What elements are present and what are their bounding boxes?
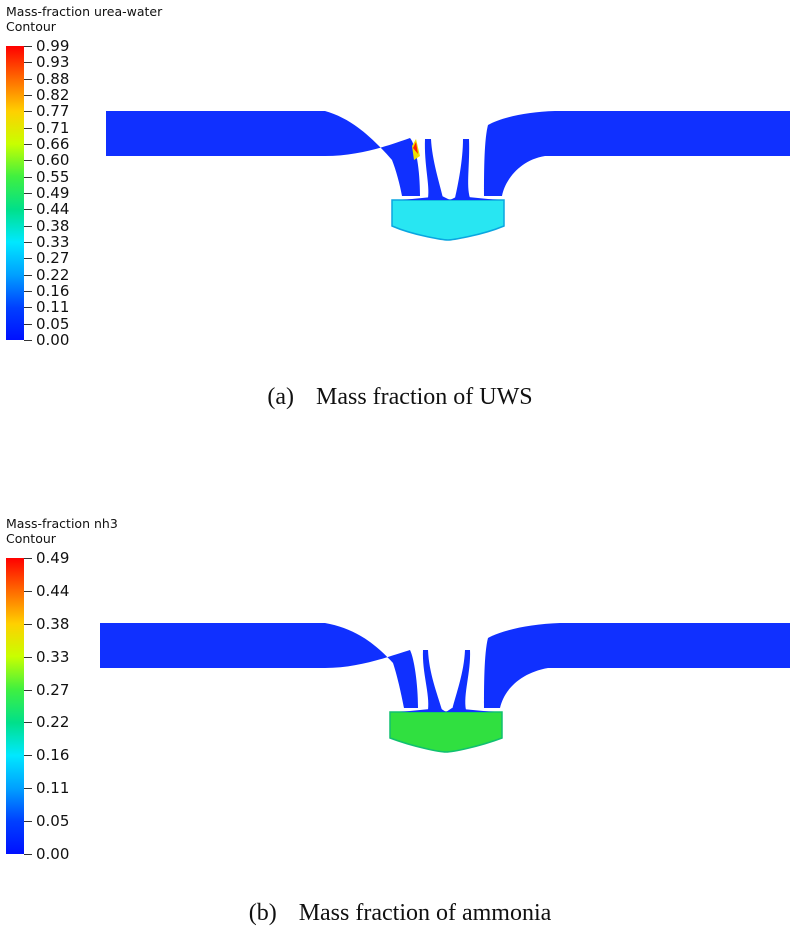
nh3-tick-label: 0.22 [36, 713, 70, 732]
uws-tick-mark [24, 225, 32, 227]
uws-tick-label: 0.16 [36, 282, 70, 300]
nh3-tick-mark [24, 558, 32, 559]
nh3-tick-label: 0.11 [36, 779, 70, 798]
nh3-tick-mark [24, 854, 32, 855]
uws-spray-core [413, 142, 418, 154]
uws-tick-mark [24, 127, 32, 129]
uws-tick-mark [24, 242, 32, 243]
exhaust-valve-stem [452, 650, 471, 710]
uws-tick-label: 0.99 [36, 37, 70, 55]
colorbar-uws [6, 46, 24, 340]
nh3-tick-mark [24, 788, 32, 790]
contour-uws [106, 111, 790, 241]
uws-tick-label: 0.77 [36, 102, 70, 121]
uws-tick-mark [24, 209, 32, 211]
intake-valve-stem [422, 650, 442, 710]
exhaust-valve-stem [455, 139, 470, 198]
uws-tick-label: 0.82 [36, 86, 70, 104]
uws-tick-label: 0.60 [36, 151, 70, 170]
legend-title-nh3: Mass-fraction nh3 Contour [6, 516, 118, 546]
nh3-tick-label: 0.00 [36, 845, 70, 863]
uws-tick-mark [24, 340, 32, 341]
nh3-tick-mark [24, 656, 32, 658]
nh3-tick-label: 0.27 [36, 680, 70, 699]
uws-tick-mark [24, 307, 32, 309]
right-pipe [484, 623, 790, 708]
uws-tick-label: 0.44 [36, 200, 70, 219]
uws-tick-label: 0.27 [36, 249, 70, 268]
uws-tick-label: 0.88 [36, 69, 70, 88]
uws-tick-label: 0.93 [36, 53, 70, 72]
uws-tick-mark [24, 78, 32, 80]
uws-tick-mark [24, 160, 32, 162]
uws-tick-mark [24, 291, 32, 292]
uws-tick-label: 0.05 [36, 314, 70, 333]
nh3-tick-mark [24, 689, 32, 691]
uws-tick-mark [24, 111, 32, 113]
nh3-tick-mark [24, 722, 32, 724]
uws-tick-label: 0.38 [36, 216, 70, 235]
caption-text-a: Mass fraction of UWS [316, 384, 533, 410]
nh3-tick-label: 0.38 [36, 614, 70, 633]
uws-tick-label: 0.22 [36, 265, 70, 284]
uws-tick-label: 0.00 [36, 331, 70, 349]
colorbar-nh3 [6, 558, 24, 854]
contour-nh3 [100, 623, 790, 753]
uws-tick-mark [24, 258, 32, 260]
nh3-tick-label: 0.33 [36, 647, 70, 666]
uws-tick-mark [24, 274, 32, 276]
left-pipe [106, 111, 420, 196]
legend-title-line2: Contour [6, 19, 56, 34]
nh3-tick-mark [24, 821, 32, 823]
legend-title-line2: Contour [6, 531, 56, 546]
combustion-chamber [391, 199, 505, 241]
nh3-tick-label: 0.16 [36, 746, 70, 765]
right-pipe [484, 111, 790, 196]
uws-tick-label: 0.55 [36, 167, 70, 186]
nh3-tick-mark [24, 623, 32, 625]
uws-tick-label: 0.11 [36, 298, 70, 317]
caption-tag-a: (a) [267, 384, 294, 410]
caption-b: (b) Mass fraction of ammonia [0, 900, 800, 927]
nh3-tick-mark [24, 590, 32, 592]
nh3-tick-label: 0.44 [36, 581, 70, 600]
legend-title-uws: Mass-fraction urea-water Contour [6, 4, 162, 34]
panel-ammonia: Mass-fraction nh3 Contour 0.49 0.44 0.38 0.… [0, 468, 800, 937]
caption-tag-b: (b) [248, 900, 277, 926]
uws-tick-label: 0.66 [36, 135, 70, 153]
uws-tick-label: 0.71 [36, 118, 70, 137]
intake-valve-stem [424, 139, 443, 198]
uws-tick-mark [24, 95, 32, 96]
uws-tick-label: 0.49 [36, 184, 70, 202]
nh3-tick-label: 0.49 [36, 549, 70, 567]
nh3-tick-label: 0.05 [36, 812, 70, 831]
uws-tick-mark [24, 62, 32, 64]
nh3-tick-mark [24, 755, 32, 757]
left-pipe [100, 623, 418, 708]
caption-a: (a) Mass fraction of UWS [0, 384, 800, 411]
legend-title-line1: Mass-fraction nh3 [6, 516, 118, 531]
legend-title-line1: Mass-fraction urea-water [6, 4, 163, 19]
combustion-chamber [389, 711, 503, 753]
uws-tick-mark [24, 144, 32, 145]
uws-tick-mark [24, 46, 32, 47]
uws-tick-mark [24, 176, 32, 178]
caption-text-b: Mass fraction of ammonia [298, 900, 552, 926]
uws-tick-label: 0.33 [36, 233, 70, 251]
uws-tick-mark [24, 193, 32, 194]
uws-tick-mark [24, 323, 32, 325]
